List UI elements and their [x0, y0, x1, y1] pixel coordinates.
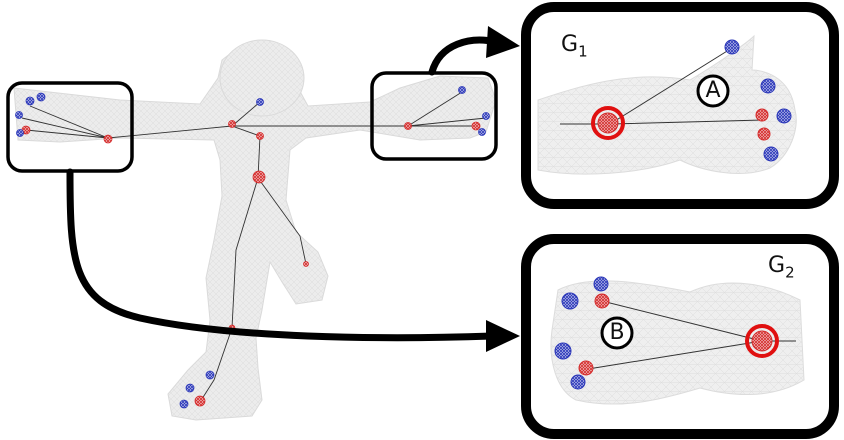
joint-blue — [15, 111, 23, 119]
panel-top-mesh — [537, 34, 797, 175]
joint-red — [228, 120, 236, 128]
joint-blue — [593, 276, 609, 292]
joint-red — [303, 261, 309, 267]
panel-top-label: G1 — [561, 32, 588, 61]
skeleton-hand-left — [21, 105, 109, 139]
joint-blue — [763, 146, 779, 162]
joint-blue — [36, 92, 46, 102]
joint-red — [594, 293, 610, 309]
highlight-ring — [591, 106, 625, 140]
body-joints — [15, 86, 490, 409]
panel-bottom — [521, 234, 839, 439]
joint-blue — [256, 98, 264, 106]
joint-blue — [561, 292, 579, 310]
highlight-ring — [745, 324, 779, 358]
joint-blue — [482, 112, 490, 120]
mesh-head — [219, 39, 305, 117]
joint-red — [404, 122, 412, 130]
joint-red — [578, 360, 594, 376]
joint-blue — [554, 342, 572, 360]
marker-a-label: A — [705, 78, 721, 103]
joint-blue — [25, 96, 35, 106]
joint-blue — [478, 128, 486, 136]
joint-blue — [458, 86, 466, 94]
skeleton-hand-right — [407, 91, 487, 127]
marker-a-circle — [696, 74, 730, 108]
joint-red — [757, 127, 771, 141]
joint-blue — [185, 383, 195, 393]
joint-blue — [724, 39, 740, 55]
joint-blue — [179, 399, 189, 409]
panel-bottom-mesh — [550, 280, 805, 405]
joint-red — [471, 121, 481, 131]
joint-blue — [760, 78, 776, 94]
joint-red — [194, 395, 206, 407]
joint-red — [103, 134, 113, 144]
marker-b-circle — [600, 316, 634, 350]
joint-red — [755, 108, 769, 122]
joint-red — [252, 170, 266, 184]
joint-red — [256, 132, 264, 140]
arrow-bottom-head — [486, 320, 520, 352]
arrow-top-head — [486, 26, 520, 58]
panel-bottom-label: G2 — [768, 253, 795, 282]
joint-blue — [205, 370, 215, 380]
marker-b-label: B — [609, 320, 625, 345]
arrow-bottom — [66, 168, 496, 342]
joint-red — [751, 330, 773, 352]
skeleton-neck — [231, 101, 261, 127]
joint-blue — [16, 129, 24, 137]
skeleton-leg-right — [257, 177, 307, 265]
joint-red — [597, 112, 619, 134]
joint-blue — [570, 374, 586, 390]
joint-blue — [776, 108, 792, 124]
panel-top — [521, 2, 839, 209]
mesh-body — [13, 39, 497, 421]
